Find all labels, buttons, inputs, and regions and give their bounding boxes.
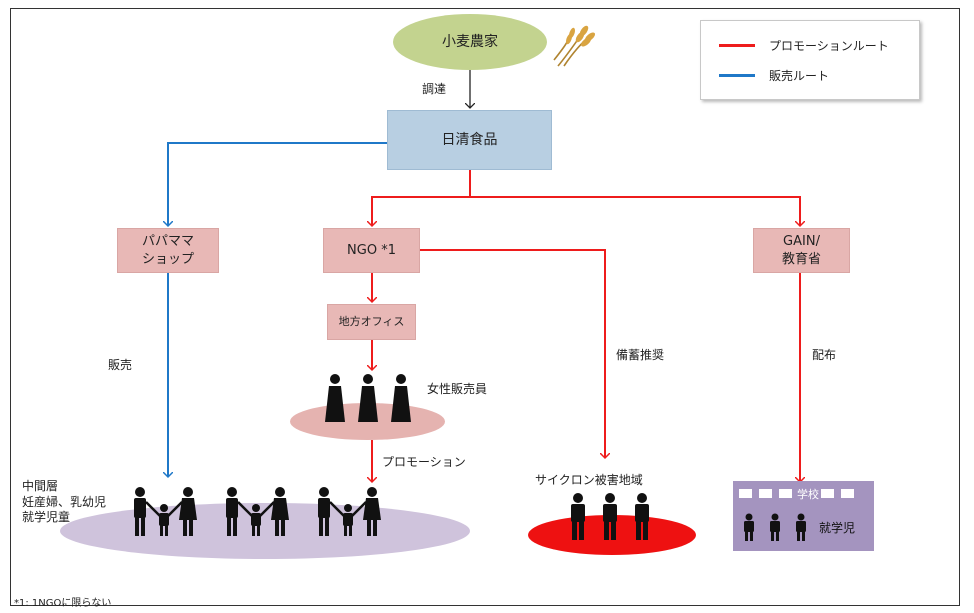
family-icons — [132, 486, 383, 538]
gain-node: GAIN/ 教育省 — [753, 228, 850, 273]
diagram-frame — [10, 8, 960, 606]
school-building: 学校 就学児 — [733, 481, 874, 551]
procurement-label: 調達 — [422, 82, 447, 96]
cyclone-label: サイクロン被害地域 — [535, 473, 643, 487]
family-icon — [224, 486, 291, 538]
farmer-label: 小麦農家 — [442, 33, 498, 50]
footnote: *1: 1NGOに限らない — [14, 598, 112, 609]
cyclone-people-icons — [571, 493, 649, 540]
school-window — [759, 489, 772, 498]
person-icon — [358, 374, 378, 422]
person-icon — [571, 493, 585, 540]
family-icon — [316, 486, 383, 538]
legend: プロモーションルート 販売ルート — [700, 20, 920, 100]
person-icon — [325, 374, 345, 422]
nissin-node: 日清食品 — [387, 110, 552, 170]
person-icon — [770, 513, 780, 541]
ngo-to-cyclone — [420, 249, 605, 458]
local-office-node: 地方オフィス — [327, 304, 416, 340]
family-icon — [132, 486, 199, 538]
legend-promotion-swatch — [719, 44, 755, 47]
gain-label-line1: GAIN/ — [783, 233, 820, 249]
school-label: 学校 — [797, 488, 819, 501]
stockpile-label: 備蓄推奨 — [616, 348, 665, 362]
legend-promotion: プロモーションルート — [719, 37, 889, 54]
saleswomen-label: 女性販売員 — [427, 382, 488, 396]
promotion-to-gain — [470, 196, 800, 226]
legend-sales-swatch — [719, 74, 755, 77]
student-icons — [744, 513, 806, 541]
person-icon — [391, 374, 411, 422]
promotion-label: プロモーション — [382, 455, 466, 469]
middle-class-label: 中間層 妊産婦、乳幼児 就学児童 — [22, 479, 106, 526]
promotion-to-ngo — [372, 196, 470, 226]
middle-class-line2: 妊産婦、乳幼児 — [22, 494, 107, 509]
school-window — [779, 489, 792, 498]
legend-promotion-label: プロモーションルート — [769, 39, 889, 53]
sales-route-to-shop — [168, 142, 387, 226]
ngo-node: NGO *1 — [323, 228, 420, 273]
school-window — [841, 489, 854, 498]
local-office-label: 地方オフィス — [338, 314, 405, 328]
ngo-label: NGO *1 — [347, 242, 396, 258]
person-icon — [603, 493, 617, 540]
farmer-node: 小麦農家 — [393, 14, 547, 70]
papamama-shop-node: パパママ ショップ — [117, 228, 219, 273]
school-window — [821, 489, 834, 498]
gain-label-line2: 教育省 — [781, 251, 821, 267]
papamama-label-line2: ショップ — [141, 251, 194, 267]
legend-sales-label: 販売ルート — [769, 69, 830, 83]
middle-class-line3: 就学児童 — [22, 510, 71, 525]
papamama-label-line1: パパママ — [141, 233, 194, 249]
students-label: 就学児 — [819, 521, 856, 535]
person-icon — [744, 513, 754, 541]
saleswomen-icons — [325, 374, 411, 422]
legend-sales: 販売ルート — [719, 67, 829, 84]
person-icon — [796, 513, 806, 541]
school-window — [739, 489, 752, 498]
person-icon — [635, 493, 649, 540]
distribution-label: 配布 — [812, 348, 837, 362]
nissin-label: 日清食品 — [441, 131, 498, 148]
wheat-icon — [553, 25, 595, 67]
sales-label: 販売 — [108, 358, 133, 372]
middle-class-line1: 中間層 — [22, 479, 59, 493]
